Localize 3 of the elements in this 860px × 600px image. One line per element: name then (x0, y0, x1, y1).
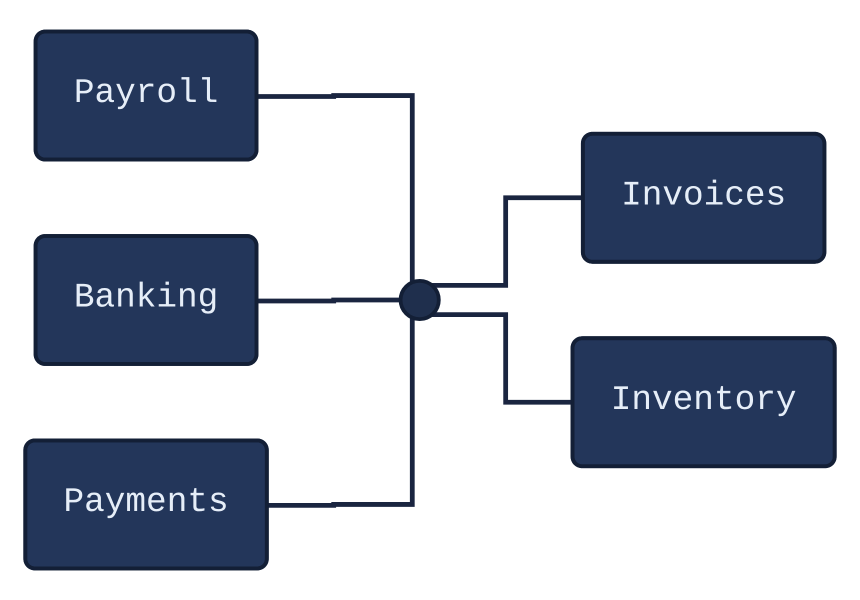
connector (268, 318, 415, 508)
connector (257, 93, 415, 282)
node-circle (398, 278, 441, 322)
